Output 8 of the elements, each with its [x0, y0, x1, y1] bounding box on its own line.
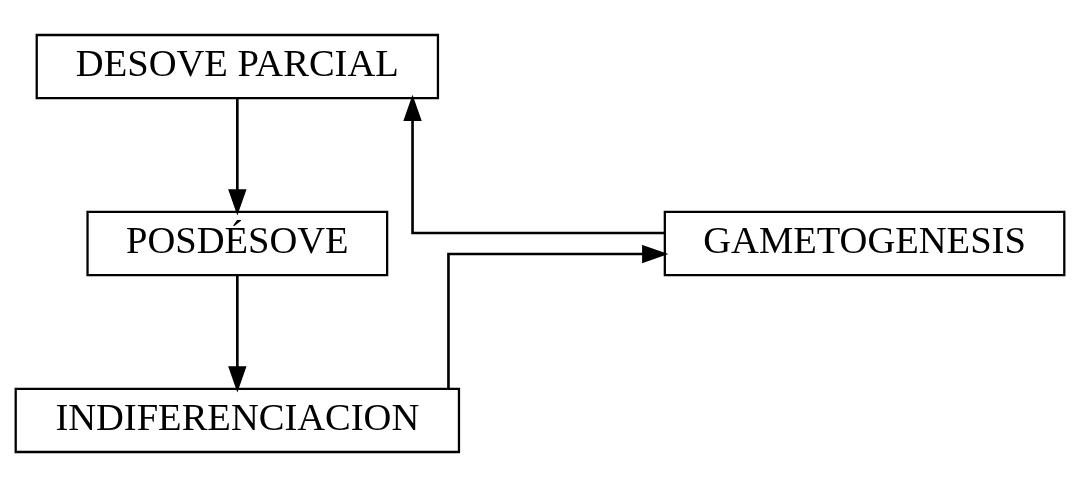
- arrow: [447, 244, 669, 388]
- arrow: [228, 274, 247, 392]
- node-box: POSDÉSOVE: [86, 210, 389, 276]
- node-box: GAMETOGENESIS: [663, 210, 1066, 276]
- arrow: [228, 97, 247, 216]
- node-box: INDIFERENCIACION: [14, 387, 461, 453]
- arrow: [403, 94, 665, 234]
- node-box: DESOVE PARCIAL: [35, 33, 440, 99]
